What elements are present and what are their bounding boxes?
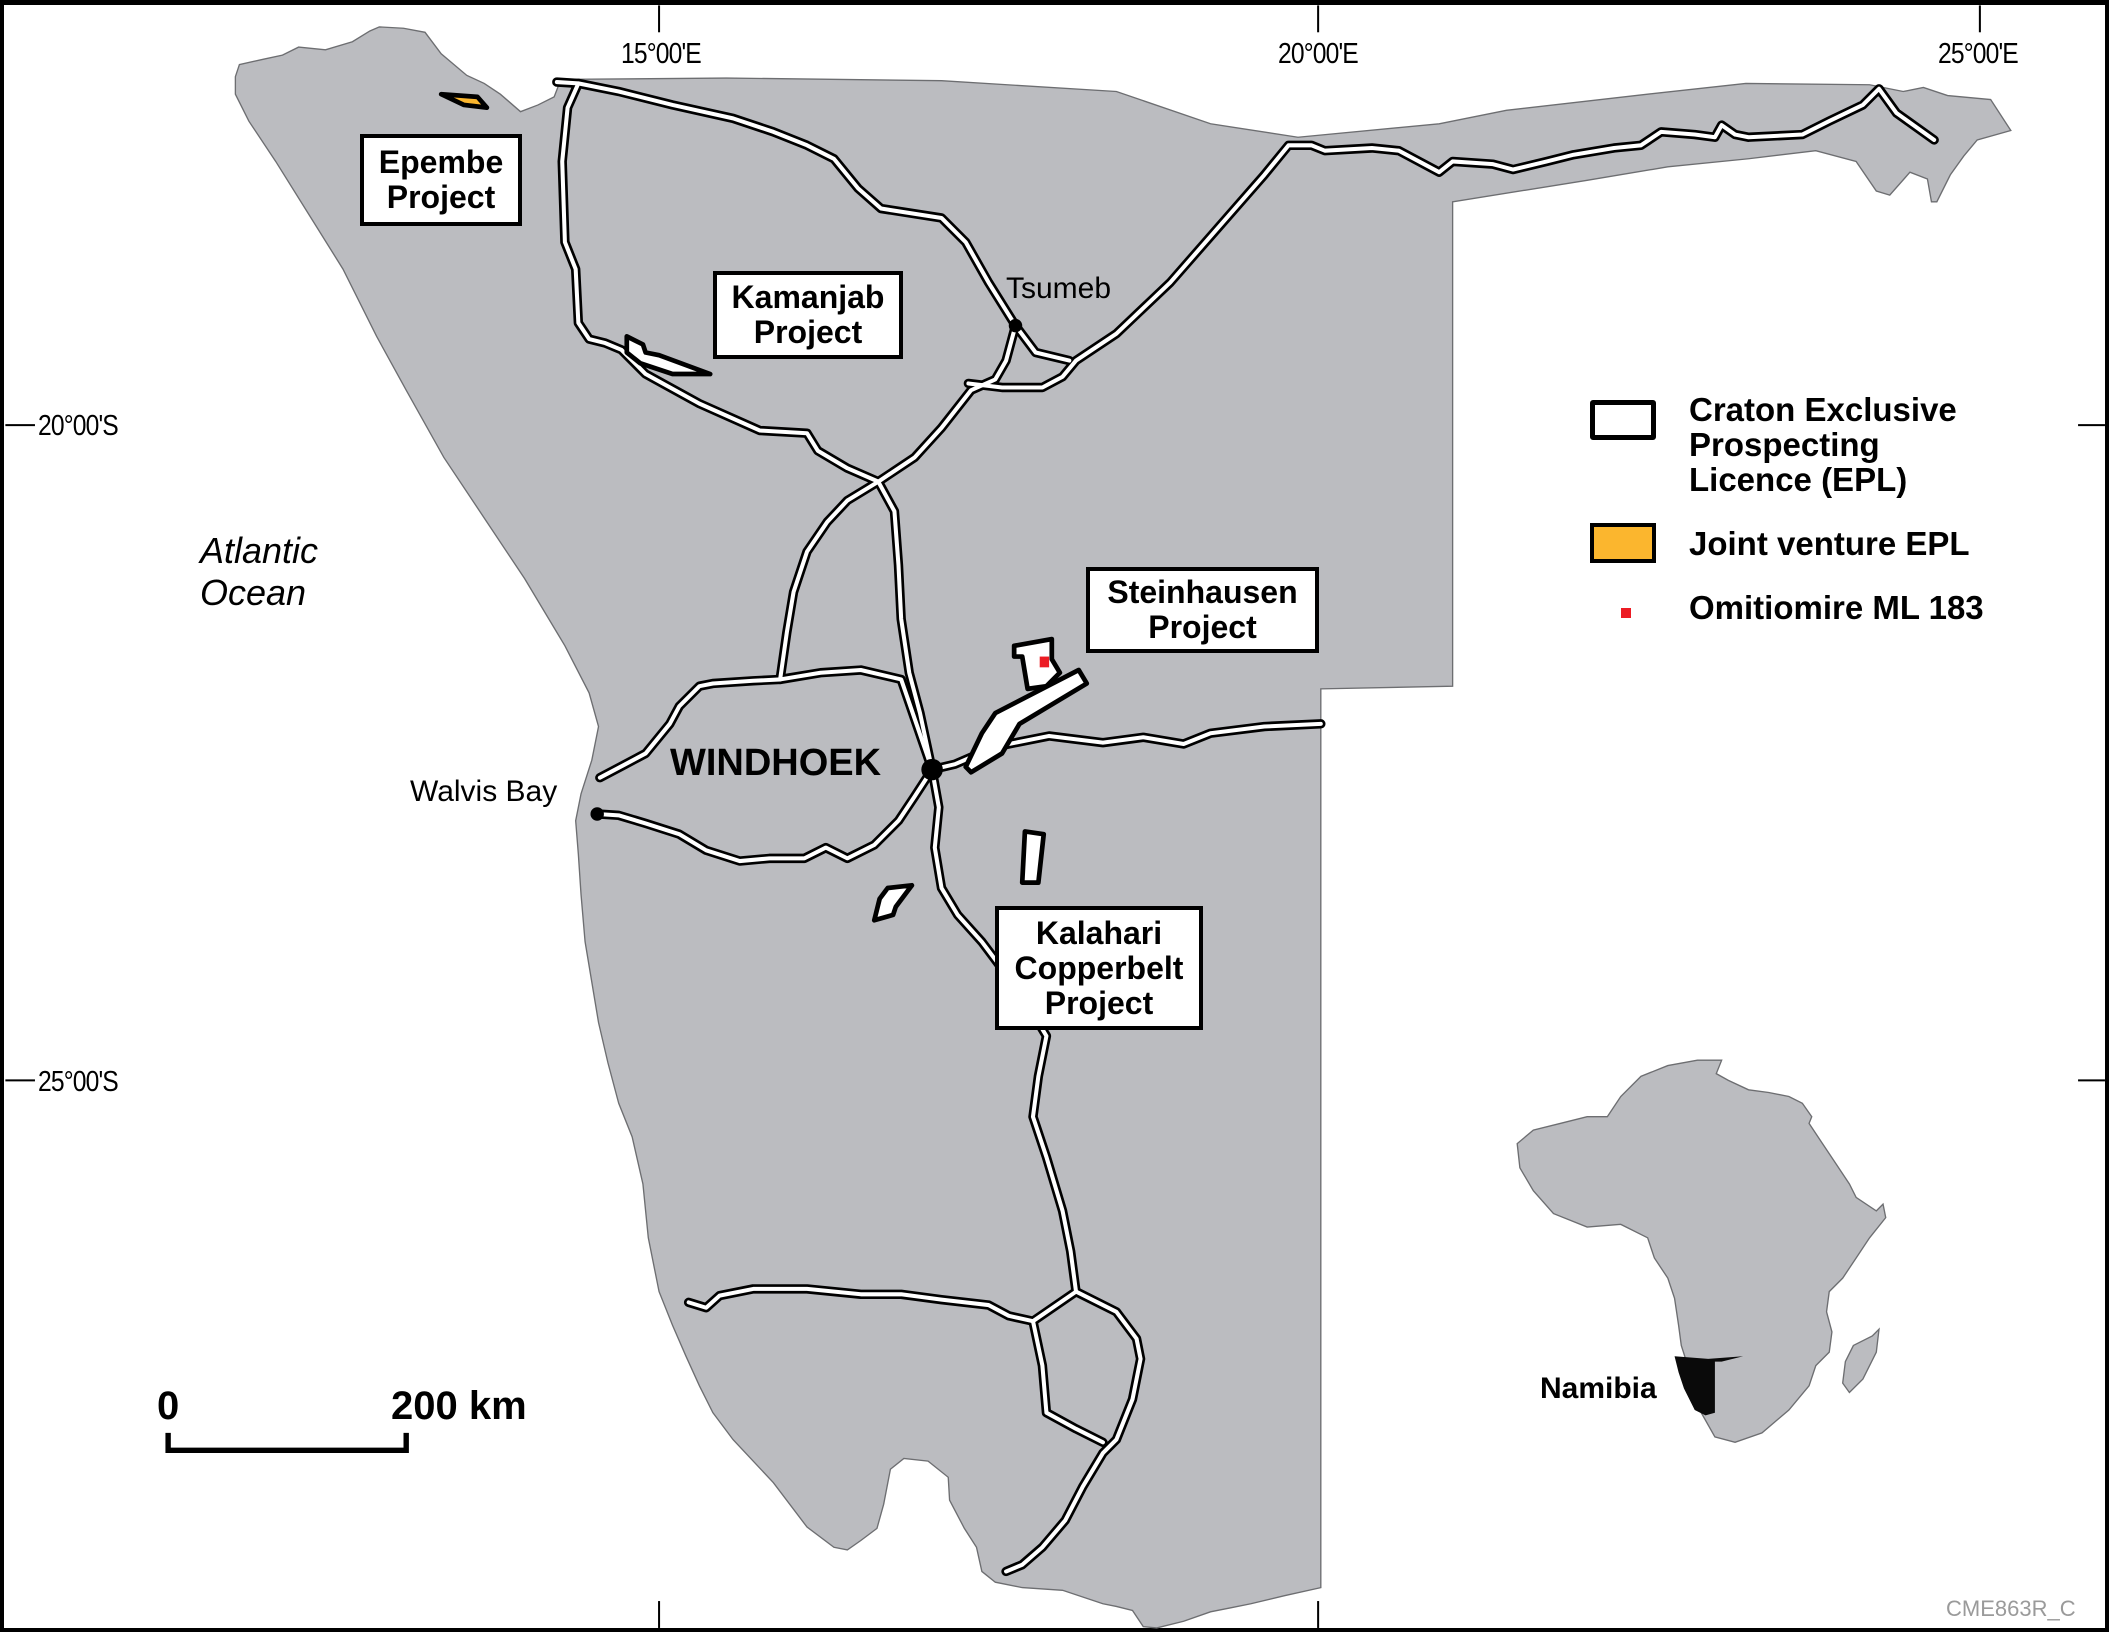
omitiomire-ml-marker[interactable] xyxy=(1039,656,1050,668)
scale-bar-end-label: 200 km xyxy=(391,1384,527,1428)
project-label-line: Steinhausen xyxy=(1107,574,1298,610)
africa-inset-map xyxy=(1516,1059,1887,1443)
legend-epl-swatch xyxy=(1590,400,1656,440)
lon-label-20e: 20°00'E xyxy=(1278,38,1359,70)
africa-continent xyxy=(1516,1059,1887,1443)
project-label-line: Project xyxy=(1044,984,1154,1021)
ocean-label-line-1: Atlantic xyxy=(200,530,319,571)
epembe-jv-epl[interactable] xyxy=(438,91,490,110)
legend-omitiomire-swatch xyxy=(1621,608,1631,618)
kalahari-copperbelt-project-label[interactable]: Kalahari Copperbelt Project xyxy=(995,906,1203,1030)
legend-epl-line-3: Licence (EPL) xyxy=(1689,461,1908,498)
lat-label-20s: 20°00'S xyxy=(38,410,119,442)
project-label-line: Copperbelt xyxy=(1014,949,1184,986)
windhoek-label: WINDHOEK xyxy=(670,742,882,784)
project-label-line: Kamanjab xyxy=(731,279,885,315)
epl-polygons xyxy=(438,91,1090,923)
lon-label-25e: 25°00'E xyxy=(1938,38,2019,70)
project-label-line: Project xyxy=(386,179,496,215)
project-label-line: Epembe xyxy=(378,144,504,180)
kalahari-epl-west[interactable] xyxy=(871,882,915,923)
namibia-land-area xyxy=(234,26,2012,1629)
atlantic-ocean-label: Atlantic Ocean xyxy=(200,530,318,614)
walvis-bay-label: Walvis Bay xyxy=(410,775,558,808)
tsumeb-dot xyxy=(1008,318,1023,333)
scale-bar-line xyxy=(165,1432,409,1454)
project-label-line: Kalahari xyxy=(1035,914,1163,951)
graticule-ticks xyxy=(5,5,2105,1628)
project-label-line: Project xyxy=(753,314,863,350)
kamanjab-project-label[interactable]: Kamanjab Project xyxy=(713,271,903,359)
kalahari-epl-east[interactable] xyxy=(1019,829,1047,885)
project-label-line: Project xyxy=(1148,609,1257,645)
walvis-bay-dot xyxy=(590,807,604,821)
lat-label-25s: 25°00'S xyxy=(38,1066,119,1098)
steinhausen-project-label[interactable]: Steinhausen Project xyxy=(1086,567,1319,653)
legend-epl-label: Craton Exclusive Prospecting Licence (EP… xyxy=(1689,392,1957,497)
kamanjab-epl[interactable] xyxy=(624,334,713,377)
legend-joint-venture-swatch xyxy=(1590,523,1656,563)
epembe-project-label[interactable]: Epembe Project xyxy=(360,134,522,226)
legend-epl-line-2: Prospecting xyxy=(1689,426,1880,463)
tsumeb-label: Tsumeb xyxy=(1006,272,1112,305)
steinhausen-epl-south[interactable] xyxy=(963,667,1090,775)
legend-omitiomire-label: Omitiomire ML 183 xyxy=(1689,589,1984,626)
scale-bar-start-label: 0 xyxy=(157,1384,180,1428)
legend-epl-line-1: Craton Exclusive xyxy=(1689,391,1957,428)
ocean-label-line-2: Ocean xyxy=(200,572,307,613)
figure-code: CME863R_C xyxy=(1946,1596,2076,1621)
windhoek-dot xyxy=(921,758,943,781)
lon-label-15e: 15°00'E xyxy=(621,38,702,70)
legend-joint-venture-label: Joint venture EPL xyxy=(1689,525,1970,562)
namibia-highlight xyxy=(1674,1356,1744,1416)
madagascar xyxy=(1841,1327,1880,1394)
inset-namibia-label: Namibia xyxy=(1540,1372,1657,1405)
